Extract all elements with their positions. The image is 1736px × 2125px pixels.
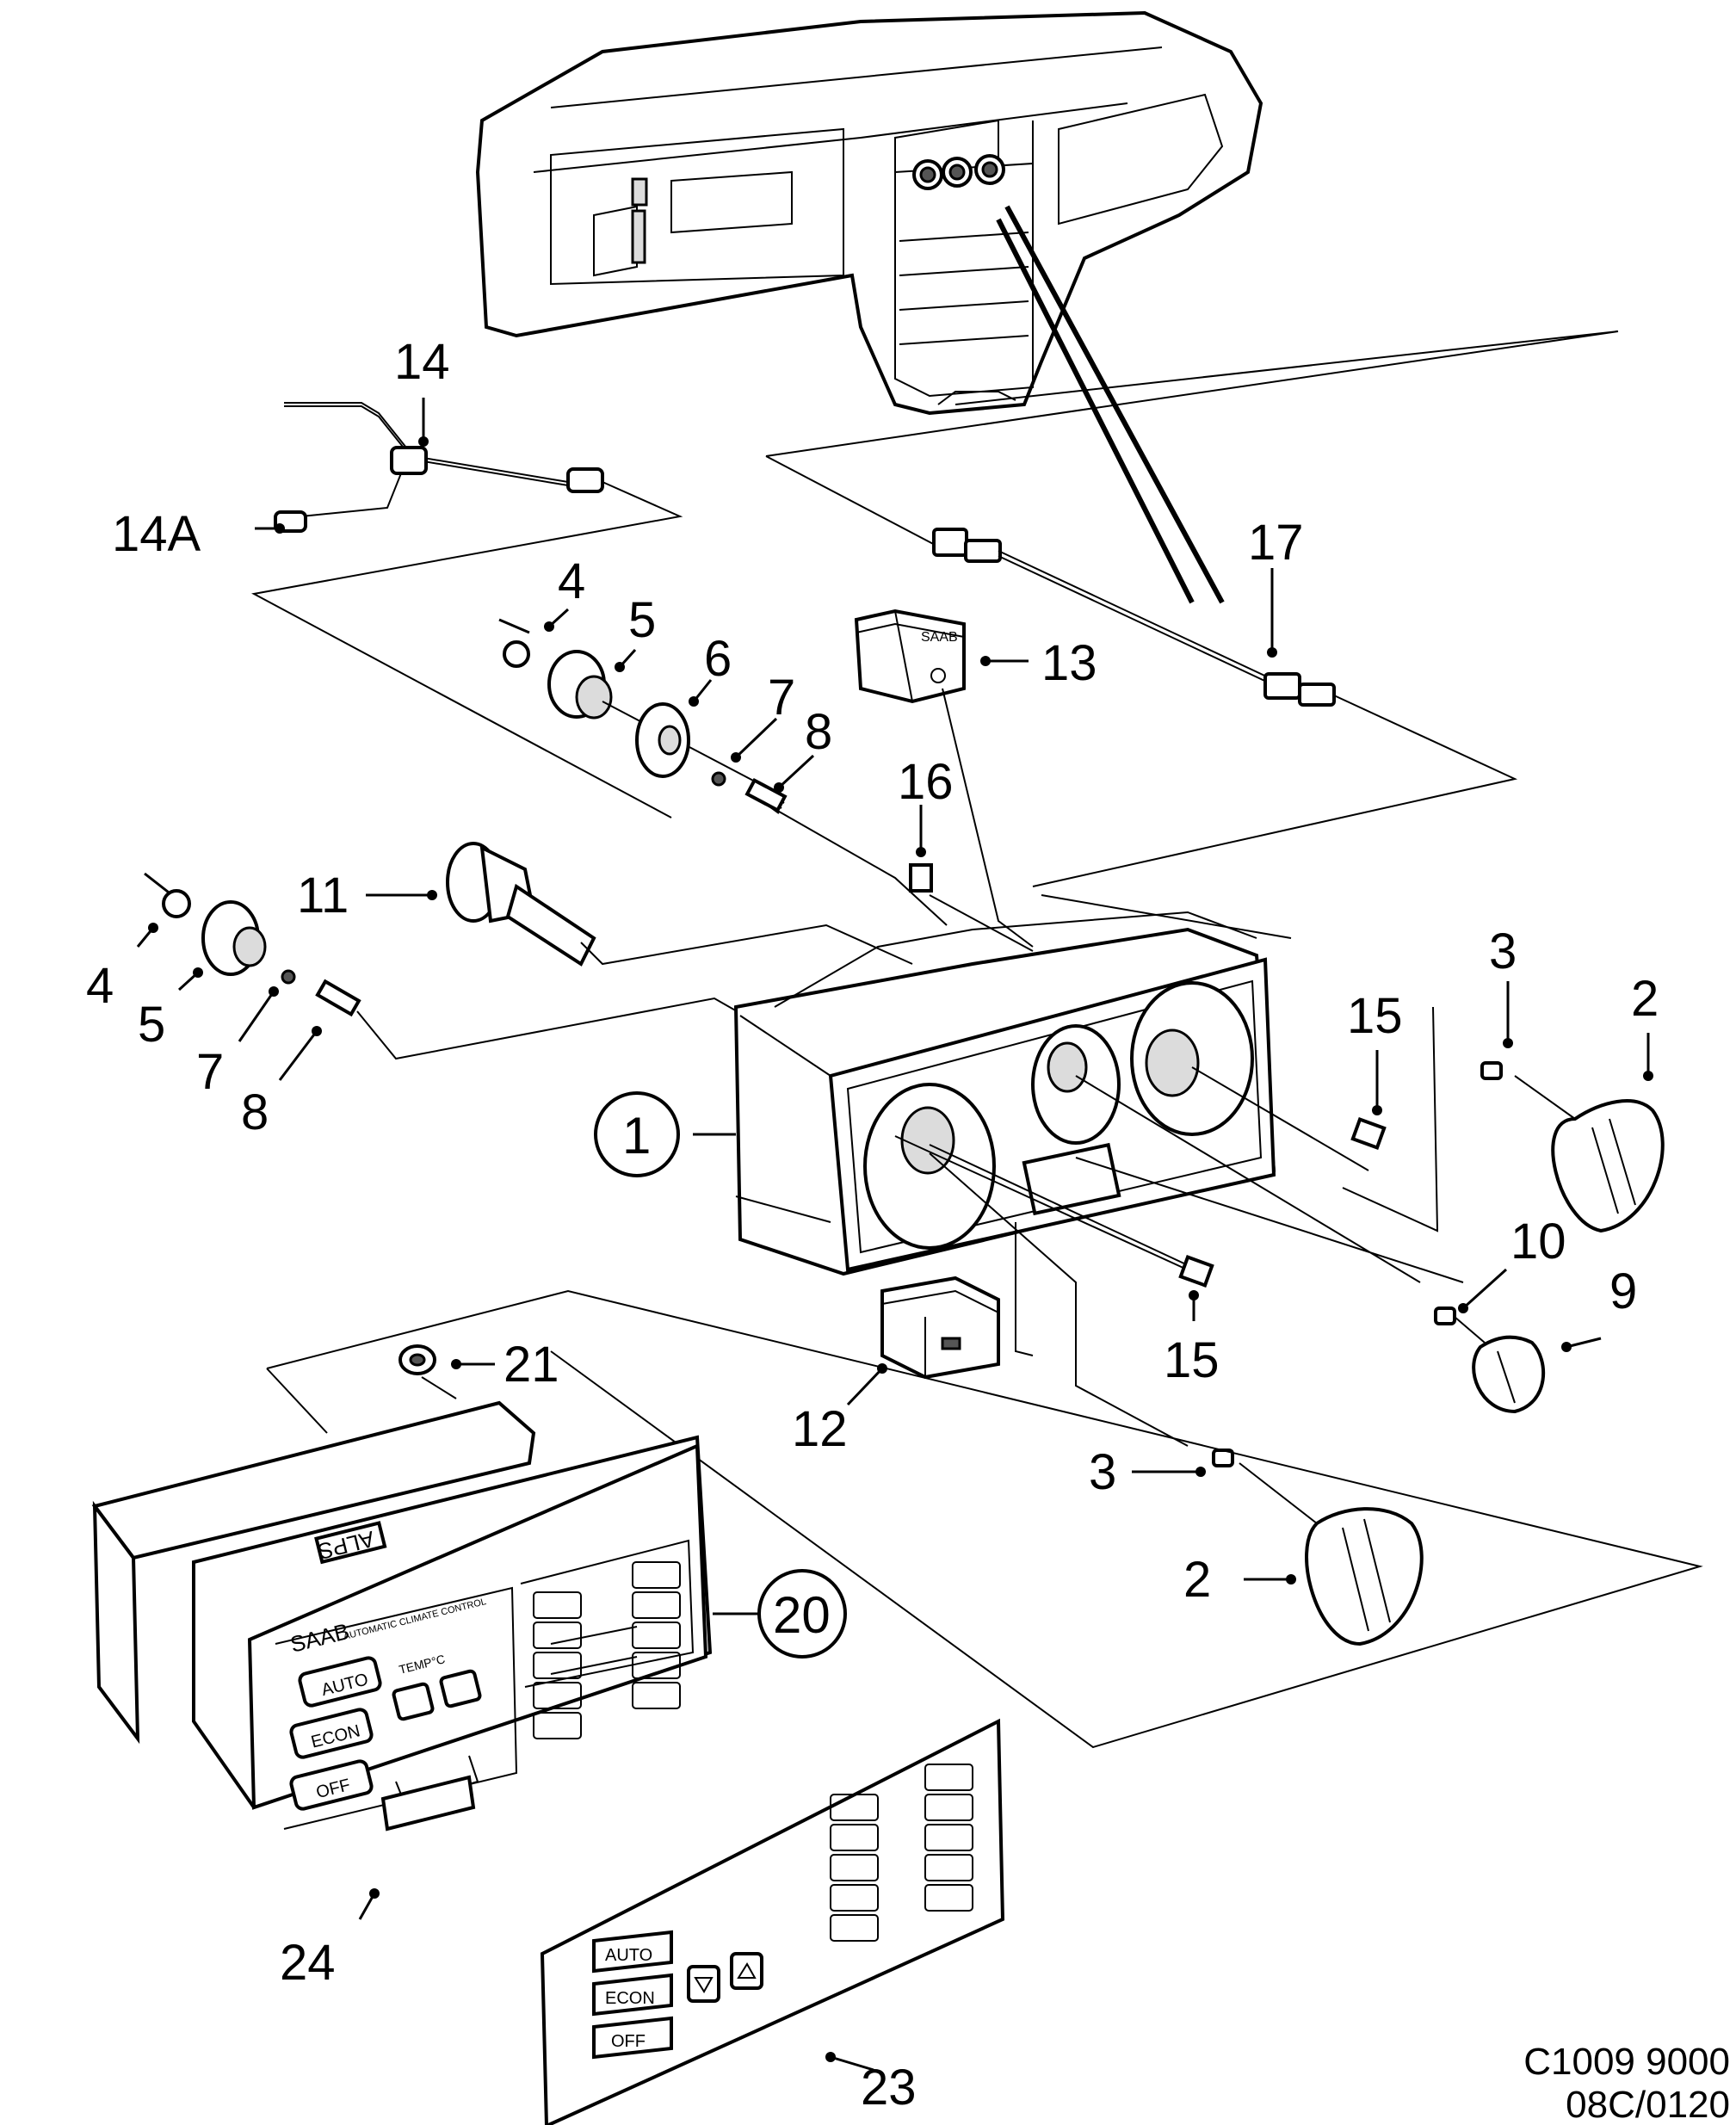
leader-lines <box>136 398 1653 2072</box>
callout-13: 13 <box>1041 635 1097 691</box>
callout-16: 16 <box>898 754 954 810</box>
callout-4-lower: 4 <box>86 958 114 1014</box>
acc-unit-20: ALPS SAAB AUTOMATIC CLIMATE CONTROL TEMP… <box>91 1289 1703 1830</box>
callout-17: 17 <box>1248 515 1304 571</box>
cover-24 <box>380 1775 476 1832</box>
callout-6: 6 <box>704 631 732 687</box>
callout-1: 1 <box>622 1107 651 1164</box>
callout-20: 20 <box>773 1586 831 1644</box>
sensor-harness-14 <box>251 402 683 818</box>
knobs <box>1212 1061 1665 1646</box>
acc-econ-button <box>289 1708 374 1759</box>
callout-15-lower: 15 <box>1164 1332 1220 1388</box>
figure-code-line1: C1009 9000 <box>1523 2041 1730 2083</box>
callout-7-lower: 7 <box>196 1044 224 1100</box>
callout-14a: 14A <box>112 506 201 562</box>
dashboard-illustration <box>475 10 1263 416</box>
svg-text:OFF: OFF <box>611 2032 646 2051</box>
connector-cable-17 <box>765 205 1619 939</box>
callout-14: 14 <box>394 334 450 390</box>
callout-3-lower: 3 <box>1089 1444 1116 1500</box>
rotary-parts-lower <box>144 872 775 1060</box>
callout-3-upper: 3 <box>1489 924 1517 979</box>
callout-1-circle <box>594 1091 680 1177</box>
rotary-parts-upper <box>498 618 948 926</box>
callout-9: 9 <box>1609 1263 1637 1319</box>
callout-5-upper: 5 <box>628 592 656 648</box>
blower-switch-11 <box>446 842 913 967</box>
callout-4-upper: 4 <box>558 553 585 609</box>
overlay-down-button <box>687 1965 720 2003</box>
callout-2-lower: 2 <box>1183 1552 1211 1608</box>
callout-24: 24 <box>280 1935 336 1991</box>
callout-10: 10 <box>1511 1214 1566 1269</box>
nut-21 <box>398 1344 457 1399</box>
svg-text:AUTO: AUTO <box>605 1946 652 1965</box>
overlay-panel-23: AUTO ECON OFF <box>540 1718 1005 2125</box>
callout-8-upper: 8 <box>805 704 832 760</box>
callout-labels: 14 14A 17 13 4 5 6 7 8 16 11 4 5 7 8 3 2… <box>86 334 1659 2116</box>
clip-16 <box>909 863 1034 952</box>
connector-12 <box>880 1276 1000 1380</box>
overlay-econ-button <box>592 1973 673 2017</box>
callout-5-lower: 5 <box>138 997 165 1053</box>
callout-8-lower: 8 <box>241 1084 269 1140</box>
svg-text:ECON: ECON <box>605 1989 655 2008</box>
callout-15-upper: 15 <box>1347 988 1403 1044</box>
switch-13: SAAB <box>854 608 1034 948</box>
acc-off-button <box>289 1759 374 1811</box>
overlay-button-columns <box>830 1764 973 1942</box>
overlay-auto-button <box>592 1930 673 1974</box>
figure-code-line2: 08C/0120 <box>1566 2084 1730 2125</box>
acc-button-columns <box>533 1561 681 1739</box>
callout-12: 12 <box>792 1401 848 1457</box>
screws-15 <box>1178 1117 1387 1288</box>
callout-11: 11 <box>297 868 349 924</box>
callout-20-circle <box>757 1569 847 1659</box>
callout-2-upper: 2 <box>1631 971 1659 1027</box>
control-panel-1 <box>733 911 1464 1447</box>
callout-7-upper: 7 <box>768 670 795 726</box>
callout-21: 21 <box>504 1337 559 1393</box>
overlay-up-button <box>730 1952 763 1990</box>
acc-auto-button <box>298 1656 382 1708</box>
callout-23: 23 <box>861 2060 917 2116</box>
connector-saab-label: SAAB <box>921 630 958 645</box>
overlay-off-button <box>592 2016 673 2060</box>
figure-code: C1009 9000 08C/0120 <box>1523 2041 1730 2125</box>
